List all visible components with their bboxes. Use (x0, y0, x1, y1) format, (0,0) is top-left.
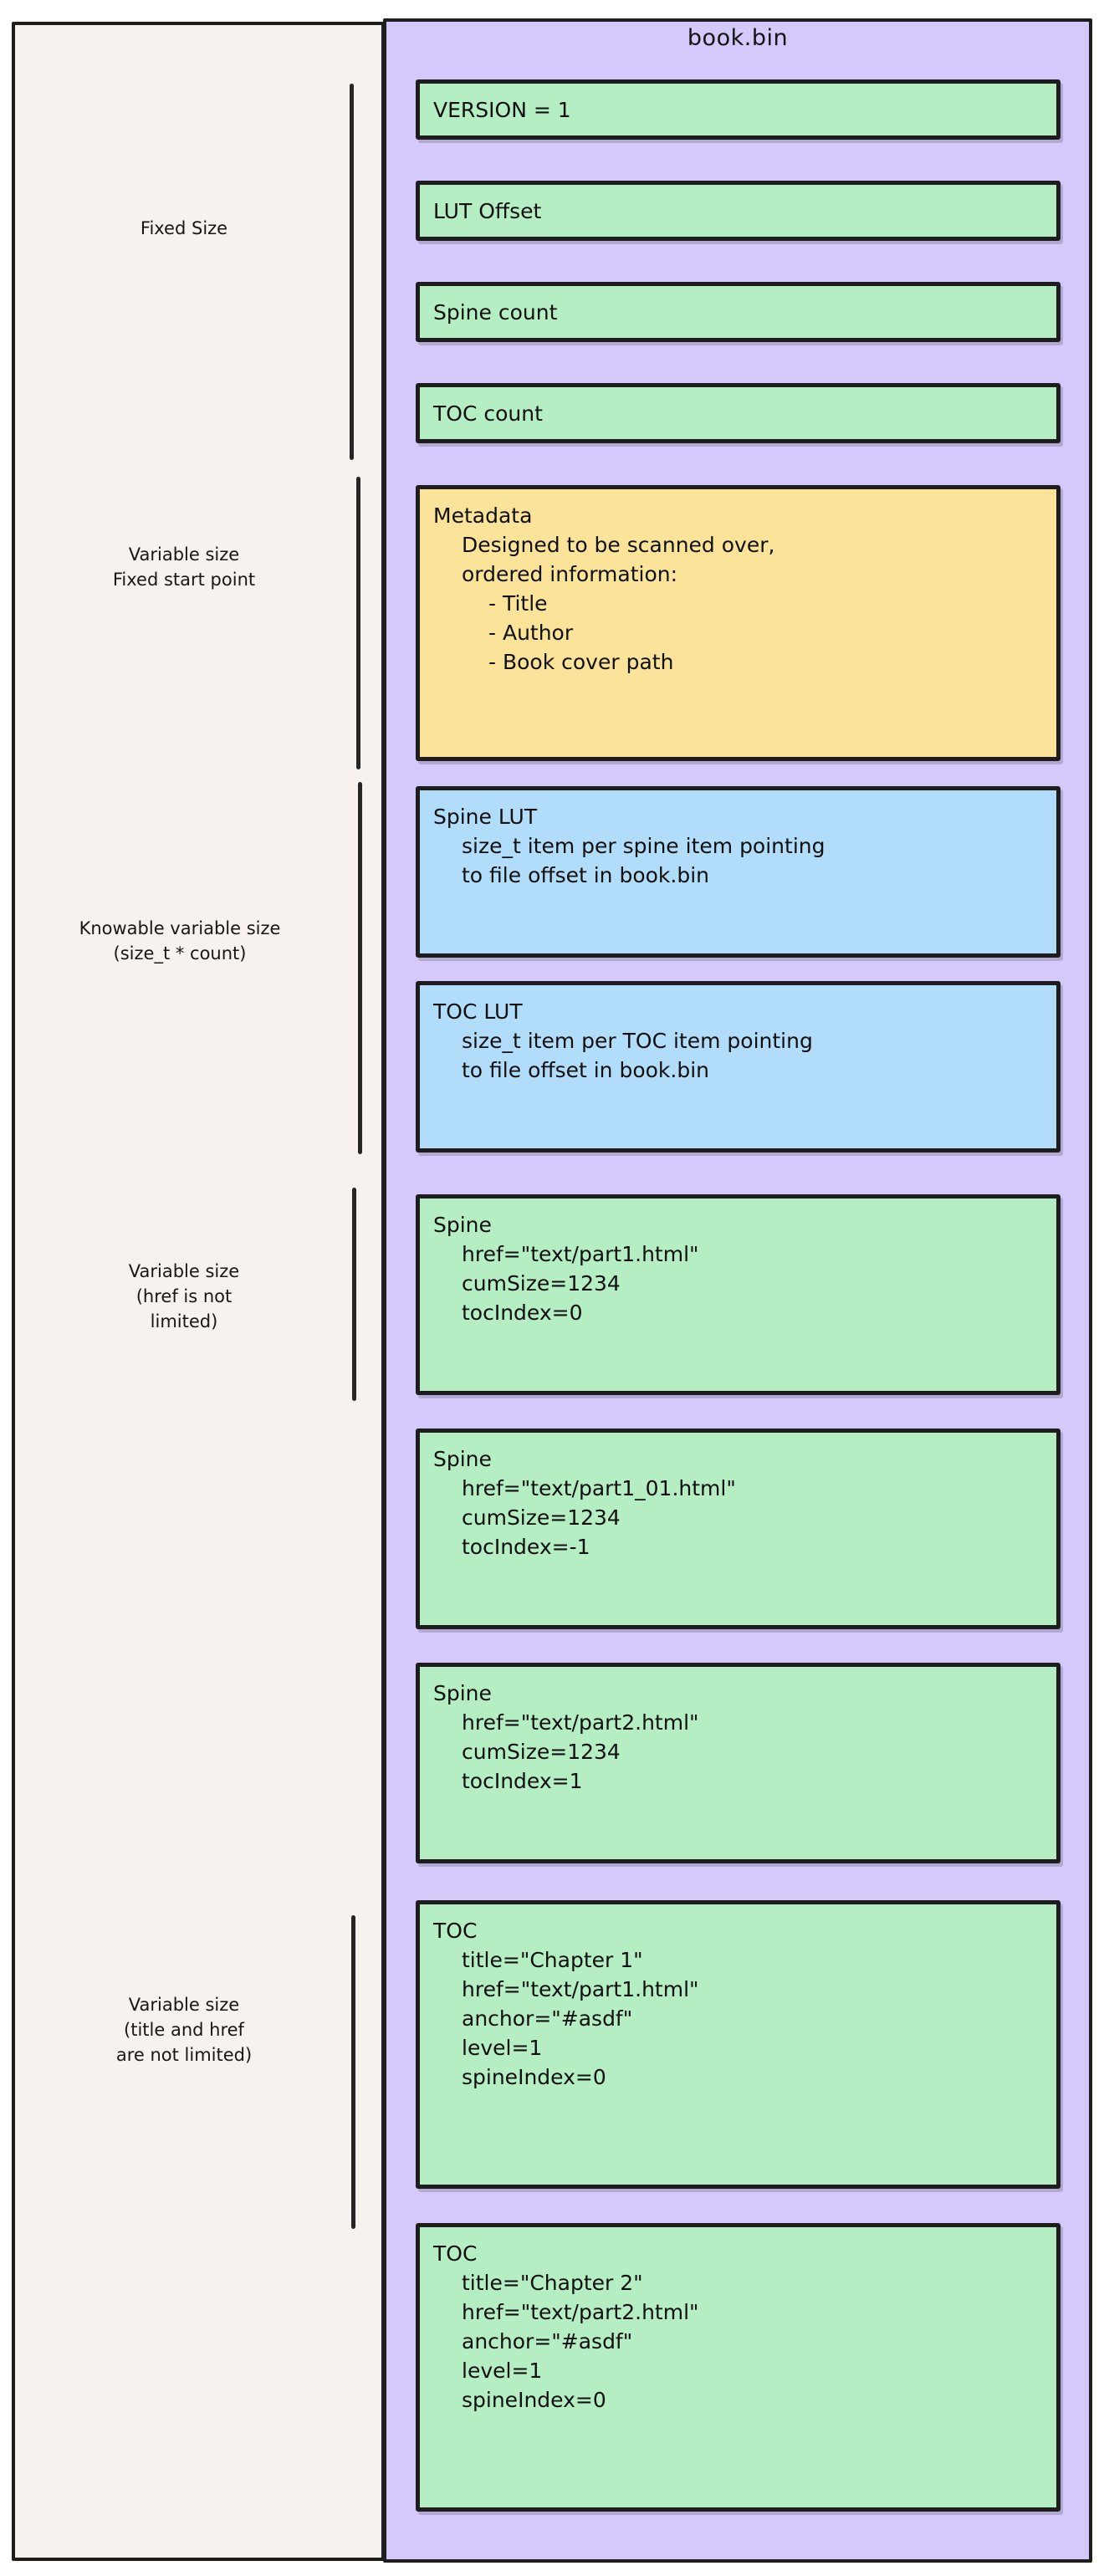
block-line: anchor="#asdf" (462, 2006, 633, 2031)
block-line: Spine (433, 1213, 492, 1237)
block-line: cumSize=1234 (462, 1271, 621, 1296)
file-title: book.bin (687, 25, 789, 51)
block-line: to file offset in book.bin (462, 1058, 710, 1082)
block-line: tocIndex=0 (462, 1301, 583, 1325)
block-spine-1: Spine href="text/part1.html" cumSize=1234 t… (416, 1194, 1061, 1395)
block-line: cumSize=1234 (462, 1505, 621, 1530)
block-line: TOC LUT (433, 999, 523, 1024)
section-label-variable-fixed-start: Variable size Fixed start point (112, 544, 256, 590)
block-line: ordered information: (462, 562, 678, 586)
block-line: TOC count (433, 401, 543, 426)
block-toc-2: TOC title="Chapter 2" href="text/part2.htm… (416, 2223, 1061, 2512)
block-line: - Title (488, 591, 548, 616)
block-line: Spine LUT (433, 805, 538, 829)
block-line: Designed to be scanned over, (462, 533, 775, 557)
section-label-knowable-variable-size: Knowable variable size (size_t * count) (79, 918, 281, 963)
block-line: to file offset in book.bin (462, 863, 710, 887)
block-line: Spine (433, 1447, 492, 1471)
block-line: href="text/part1.html" (462, 1977, 699, 2001)
block-line: level=1 (462, 2036, 543, 2060)
block-line: TOC (433, 2241, 478, 2266)
block-spine-3: Spine href="text/part2.html" cumSize=1234 t… (416, 1663, 1061, 1863)
section-label-variable-title-href: Variable size (title and href are not li… (115, 1995, 253, 2065)
block-line: anchor="#asdf" (462, 2329, 633, 2354)
block-line: href="text/part2.html" (462, 1710, 699, 1735)
block-line: title="Chapter 2" (462, 2271, 643, 2295)
annotation-panel (12, 22, 385, 2561)
block-toc-1: TOC title="Chapter 1" href="text/part1.htm… (416, 1900, 1061, 2189)
section-label-variable-href: Variable size (href is not limited) (128, 1261, 240, 1331)
block-line: spineIndex=0 (462, 2388, 606, 2412)
block-line: size_t item per TOC item pointing (462, 1029, 813, 1053)
block-spine-lut: Spine LUT size_t item per spine item poin… (416, 786, 1061, 958)
block-line: cumSize=1234 (462, 1740, 621, 1764)
block-line: tocIndex=1 (462, 1769, 583, 1793)
bracket-fixed-size (350, 84, 354, 460)
section-label-fixed-size: Fixed Size (140, 218, 228, 238)
block-line: level=1 (462, 2359, 543, 2383)
block-line: Spine count (433, 300, 558, 325)
block-lut-offset: LUT Offset (416, 181, 1061, 241)
block-line: VERSION = 1 (433, 98, 571, 122)
block-line: title="Chapter 1" (462, 1948, 643, 1972)
block-version: VERSION = 1 (416, 79, 1061, 140)
block-line: - Author (488, 621, 574, 645)
block-line: spineIndex=0 (462, 2065, 606, 2089)
block-line: href="text/part1.html" (462, 1242, 699, 1266)
block-line: Spine (433, 1681, 492, 1705)
block-toc-count: TOC count (416, 383, 1061, 443)
bracket-knowable-variable-size (358, 782, 362, 1154)
block-spine-count: Spine count (416, 282, 1061, 342)
block-line: LUT Offset (433, 199, 542, 223)
block-line: href="text/part1_01.html" (462, 1476, 736, 1500)
block-toc-lut: TOC LUT size_t item per TOC item pointing… (416, 981, 1061, 1153)
block-line: href="text/part2.html" (462, 2300, 699, 2324)
block-spine-2: Spine href="text/part1_01.html" cumSize=12… (416, 1429, 1061, 1629)
block-line: tocIndex=-1 (462, 1535, 590, 1559)
block-line: - Book cover path (488, 650, 674, 674)
block-line: TOC (433, 1919, 478, 1943)
bracket-variable-href (352, 1188, 356, 1401)
block-line: Metadata (433, 503, 533, 528)
bracket-variable-title-href (351, 1915, 355, 2229)
bracket-variable-fixed-start (356, 477, 360, 769)
block-line: size_t item per spine item pointing (462, 834, 825, 858)
